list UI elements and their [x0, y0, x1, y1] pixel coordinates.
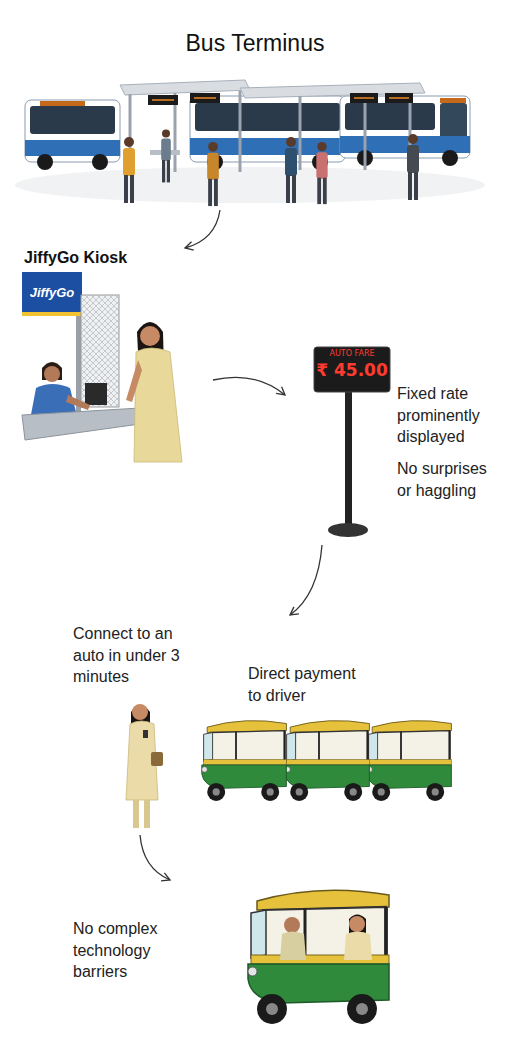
shelter-part-part: [354, 97, 374, 99]
shelter-part-part: [389, 97, 409, 99]
stage-note: Direct payment to driver: [248, 663, 373, 706]
flow-arrow-line: [290, 545, 322, 615]
shelter-part: [152, 98, 409, 100]
bus-part: [25, 140, 120, 156]
flow-arrow: [290, 545, 322, 615]
arrowhead: [161, 873, 170, 881]
bus-terminus-illustration: [15, 80, 485, 206]
flow-arrow: [213, 377, 285, 395]
shelter-part: [190, 93, 220, 103]
kiosk-illustration-part: [81, 295, 119, 407]
bus-part: [340, 96, 470, 158]
stage-box: No complex technology barriers: [65, 880, 410, 1030]
auto-rickshaws-part: [367, 721, 452, 801]
shelter-part-part: [239, 91, 242, 172]
shelter-part: [130, 91, 410, 172]
stage-heading: Bus Terminus: [20, 30, 490, 58]
passengers-part: [207, 142, 219, 206]
bus-part: [442, 150, 458, 166]
flow-arrow: [185, 210, 220, 250]
display-label: AUTO FARE: [314, 350, 390, 358]
flow-arrow-line: [213, 377, 285, 395]
passengers-part: [316, 142, 327, 204]
shelter-part-part: [194, 97, 216, 99]
flow-arrow-line: [140, 835, 170, 880]
stage-note: Connect to an auto in under 3 minutes: [73, 623, 201, 688]
bus-part: [30, 106, 115, 134]
bus-part: [440, 103, 467, 141]
stage-heading: JiffyGo Kiosk: [24, 248, 194, 267]
kiosk-sign-text: JiffyGo: [22, 272, 82, 312]
flow-arrow: [140, 835, 170, 881]
bus: [340, 96, 470, 166]
bus-part: [25, 100, 120, 162]
kiosk-illustration-part: [66, 395, 90, 410]
shelter-part-part: [364, 94, 367, 170]
passengers-part: [161, 130, 171, 183]
passenger-figure: [126, 704, 163, 828]
bus-part: [190, 96, 345, 162]
passenger-figure-part: [143, 730, 148, 738]
kiosk-illustration-part: [85, 383, 107, 405]
auto-ride-illustration-part: [280, 932, 306, 961]
kiosk-illustration-part: [22, 408, 140, 440]
arrowhead: [290, 607, 299, 615]
kiosk-illustration-part: [81, 295, 119, 407]
arrowhead: [185, 242, 194, 250]
stage-box: AUTO FARE ₹ 45.00Fixed rate prominently d…: [285, 340, 510, 545]
fare-display-illustration-part: [328, 523, 368, 537]
auto-ride-illustration: [248, 890, 389, 1024]
bus-part: [92, 154, 108, 170]
stage-note: No surprises or haggling: [397, 458, 505, 501]
auto-rickshaws: [202, 721, 452, 801]
passengers-part: [407, 134, 419, 200]
kiosk-illustration-part: [126, 360, 142, 402]
passengers-part: [123, 137, 135, 203]
bus-part: [40, 101, 85, 106]
passengers-part: [285, 137, 297, 203]
fare-display-illustration-part: [345, 392, 352, 527]
kiosk-illustration-part: [22, 272, 82, 316]
auto-ride-illustration-part: [344, 932, 372, 961]
bus: [25, 100, 120, 170]
passenger-figure-part: [144, 800, 150, 828]
auto-ride-illustration-part: [284, 917, 300, 933]
stage-box: JiffyGo KioskJiffyGo: [18, 248, 213, 470]
stage-note: Fixed rate prominently displayed: [397, 383, 509, 448]
bus-part: [37, 154, 53, 170]
stage-box: Bus Terminus: [20, 20, 490, 210]
passenger-figure-part: [151, 752, 163, 766]
bus-part: [195, 103, 340, 131]
kiosk-illustration: [22, 272, 182, 462]
shelter-part-part: [299, 96, 302, 170]
passenger-figure-part: [132, 704, 148, 720]
passenger-figure-part: [133, 800, 139, 828]
stage-box: Connect to an auto in under 3 minutesDir…: [65, 615, 465, 835]
kiosk-illustration-part: [44, 366, 60, 382]
shelter-part-part: [152, 99, 174, 101]
bus-part: [440, 98, 466, 103]
passengers: [123, 130, 419, 206]
fare-display-illustration-part: [314, 347, 390, 392]
auto-rickshaws-part: [285, 721, 370, 801]
auto-rickshaws-part: [202, 721, 287, 801]
shelter-part: [385, 93, 413, 103]
auto-ride-illustration-part: [248, 890, 389, 1024]
auto-ride-illustration-part: [349, 916, 365, 932]
shelter-part: [120, 80, 250, 95]
shelter-part: [148, 95, 178, 105]
kiosk-illustration-part: [140, 326, 160, 346]
fare-amount: ₹ 45.00: [314, 361, 390, 380]
arrowhead: [276, 387, 285, 395]
shelter-part: [350, 93, 378, 103]
bus-part: [345, 103, 435, 130]
stage-note: No complex technology barriers: [73, 918, 198, 983]
fare-display-illustration: [314, 347, 390, 537]
kiosk-illustration-part: [22, 312, 82, 316]
kiosk-illustration-part: [134, 348, 182, 462]
